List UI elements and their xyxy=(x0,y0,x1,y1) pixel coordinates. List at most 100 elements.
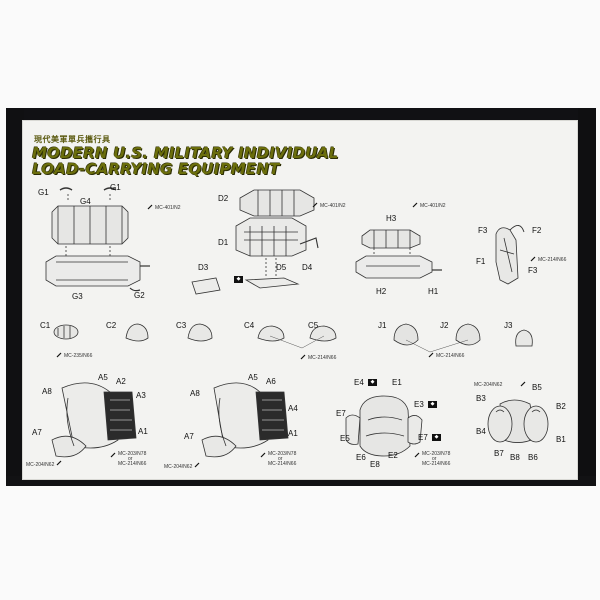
title-english: MODERN U.S. MILITARY INDIVIDUAL LOAD-CAR… xyxy=(32,145,339,177)
code-mc214-c: MC-214/N66 xyxy=(308,355,337,361)
part-label-c3: C3 xyxy=(176,321,187,330)
sprue-cut-icon xyxy=(530,256,536,262)
part-label-a6: A6 xyxy=(266,377,276,386)
part-label-g4: G4 xyxy=(80,197,91,206)
part-label-f3: F3 xyxy=(528,266,538,275)
sprue-cut-icon xyxy=(412,202,418,208)
part-label-a7: A7 xyxy=(184,432,194,441)
code-mc214-j: MC-214/N66 xyxy=(436,353,465,359)
title-line-2: LOAD-CARRYING EQUIPMENT xyxy=(32,160,280,178)
part-label-b6: B6 xyxy=(528,453,538,462)
sprue-cut-icon xyxy=(56,352,62,358)
part-label-e6: E6 xyxy=(356,453,366,462)
part-label-e3: E3 xyxy=(414,400,424,409)
box-frame-right xyxy=(578,108,596,486)
cement-warning-icon: ◆ xyxy=(428,401,437,408)
code-mc401-h: MC-401/N2 xyxy=(420,203,446,209)
code-mc203-a-left: MC-203/N78 xyxy=(118,451,147,457)
code-or-a-mid: or xyxy=(278,456,283,462)
part-label-g1: G1 xyxy=(110,183,121,192)
part-label-h3: H3 xyxy=(386,214,397,223)
part-label-e5: E5 xyxy=(340,434,350,443)
title-chinese: 現代美軍單兵攜行具 xyxy=(34,135,111,144)
part-label-h2: H2 xyxy=(376,287,387,296)
code-mc203-e: MC-203/N78 xyxy=(422,451,451,457)
sprue-cut-icon xyxy=(520,381,526,387)
sprue-cut-icon xyxy=(428,352,434,358)
row-c-j-drawing xyxy=(53,323,533,347)
part-label-e7: E7 xyxy=(418,433,428,442)
part-label-c2: C2 xyxy=(106,321,117,330)
sprue-cut-icon xyxy=(110,452,116,458)
part-label-a8: A8 xyxy=(190,389,200,398)
sprue-cut-icon xyxy=(260,452,266,458)
part-label-j3: J3 xyxy=(504,321,513,330)
part-label-f1: F1 xyxy=(476,257,486,266)
box-frame-top xyxy=(6,108,596,120)
part-label-a1: A1 xyxy=(288,429,298,438)
sprue-cut-icon xyxy=(147,204,153,210)
assembly-h-drawing xyxy=(355,229,442,279)
part-label-a1: A1 xyxy=(138,427,148,436)
code-mc204-b: MC-204/N62 xyxy=(474,382,503,388)
sprue-cut-icon xyxy=(56,460,62,466)
part-label-a8: A8 xyxy=(42,387,52,396)
part-label-a5: A5 xyxy=(98,373,108,382)
cement-warning-icon: ◆ xyxy=(432,434,441,441)
part-label-g2: G2 xyxy=(134,291,145,300)
code-mc214-e: MC-214/N66 xyxy=(422,461,451,467)
part-label-e4: E4 xyxy=(354,378,364,387)
sprue-cut-icon xyxy=(300,354,306,360)
assembly-d-drawing xyxy=(191,189,319,295)
part-label-f2: F2 xyxy=(532,226,542,235)
title-line-1: MODERN U.S. MILITARY INDIVIDUAL xyxy=(32,144,339,162)
code-mc204-a-mid: MC-204/N62 xyxy=(164,464,193,470)
code-mc235-c: MC-235/N66 xyxy=(64,353,93,359)
code-mc214-a-mid: MC-214/N66 xyxy=(268,461,297,467)
sprue-cut-icon xyxy=(194,462,200,468)
assembly-g-drawing xyxy=(45,187,150,292)
part-label-d4: D4 xyxy=(302,263,313,272)
part-label-a7: A7 xyxy=(32,428,42,437)
assembly-f-drawing xyxy=(495,225,525,285)
part-label-b2: B2 xyxy=(556,402,566,411)
part-label-a2: A2 xyxy=(116,377,126,386)
part-label-d2: D2 xyxy=(218,194,229,203)
part-label-g1: G1 xyxy=(38,188,49,197)
part-label-c4: C4 xyxy=(244,321,255,330)
part-label-e8: E8 xyxy=(370,460,380,469)
part-label-e1: E1 xyxy=(392,378,402,387)
part-label-a3: A3 xyxy=(136,391,146,400)
code-or-a-left: or xyxy=(128,456,133,462)
frame-pack-left-drawing xyxy=(51,382,137,458)
part-label-c1: C1 xyxy=(40,321,51,330)
code-mc401-d: MC-401/N2 xyxy=(320,203,346,209)
code-mc214-a-left: MC-214/N66 xyxy=(118,461,147,467)
part-label-b3: B3 xyxy=(476,394,486,403)
part-label-b4: B4 xyxy=(476,427,486,436)
code-mc401-g: MC-401/N2 xyxy=(155,205,181,211)
cement-warning-icon: ◆ xyxy=(368,379,377,386)
part-label-b5: B5 xyxy=(532,383,542,392)
code-mc214-f: MC-214/N66 xyxy=(538,257,567,263)
part-label-c5: C5 xyxy=(308,321,319,330)
part-label-b8: B8 xyxy=(510,453,520,462)
part-label-h1: H1 xyxy=(428,287,439,296)
code-mc204-a-left: MC-204/N62 xyxy=(26,462,55,468)
backpack-e-drawing xyxy=(345,395,423,457)
part-label-e7: E7 xyxy=(336,409,346,418)
part-label-e2: E2 xyxy=(388,451,398,460)
box-frame-bottom xyxy=(6,476,596,486)
part-label-g3: G3 xyxy=(72,292,83,301)
part-label-a5: A5 xyxy=(248,373,258,382)
part-label-j2: J2 xyxy=(440,321,449,330)
box-frame-left xyxy=(6,108,24,486)
code-or-e: or xyxy=(432,456,437,462)
part-label-a4: A4 xyxy=(288,404,298,413)
cement-warning-icon: ◆ xyxy=(234,276,243,283)
sprue-cut-icon xyxy=(414,452,420,458)
frame-pack-middle-drawing xyxy=(201,382,289,458)
part-label-d3: D3 xyxy=(198,263,209,272)
part-label-b1: B1 xyxy=(556,435,566,444)
